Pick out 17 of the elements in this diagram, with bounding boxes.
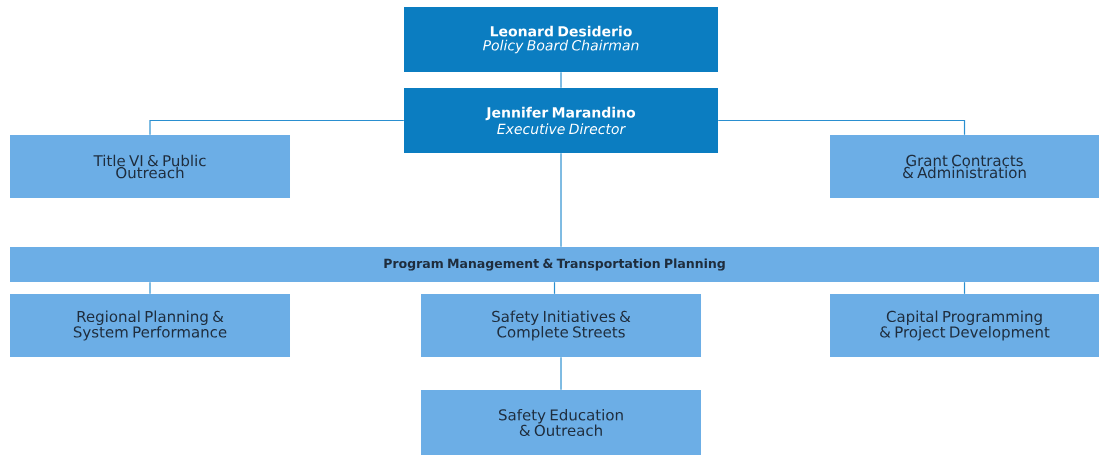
connector-line <box>963 281 966 295</box>
division-band: Program Management & Transportation Planning <box>10 247 1099 282</box>
connector-line <box>560 356 562 391</box>
department-box: Capital Programming & Project Development <box>830 294 1099 357</box>
department-box: Safety Initiatives & Complete Streets <box>421 294 701 357</box>
department-box: Safety Education & Outreach <box>421 390 701 455</box>
connector-line <box>553 281 556 295</box>
connector-line <box>149 119 405 136</box>
department-box: Regional Planning & System Performance <box>10 294 290 357</box>
leader-box: Jennifer Marandino Executive Director <box>404 88 718 153</box>
connector-line <box>560 71 562 89</box>
connector-line <box>149 281 151 295</box>
leader-box: Leonard Desiderio Policy Board Chairman <box>404 7 718 72</box>
department-box: Grant Contracts & Administration <box>830 135 1099 198</box>
department-box: Title VI & Public Outreach <box>10 135 290 198</box>
connector-line <box>717 119 966 136</box>
connector-line <box>560 152 562 248</box>
